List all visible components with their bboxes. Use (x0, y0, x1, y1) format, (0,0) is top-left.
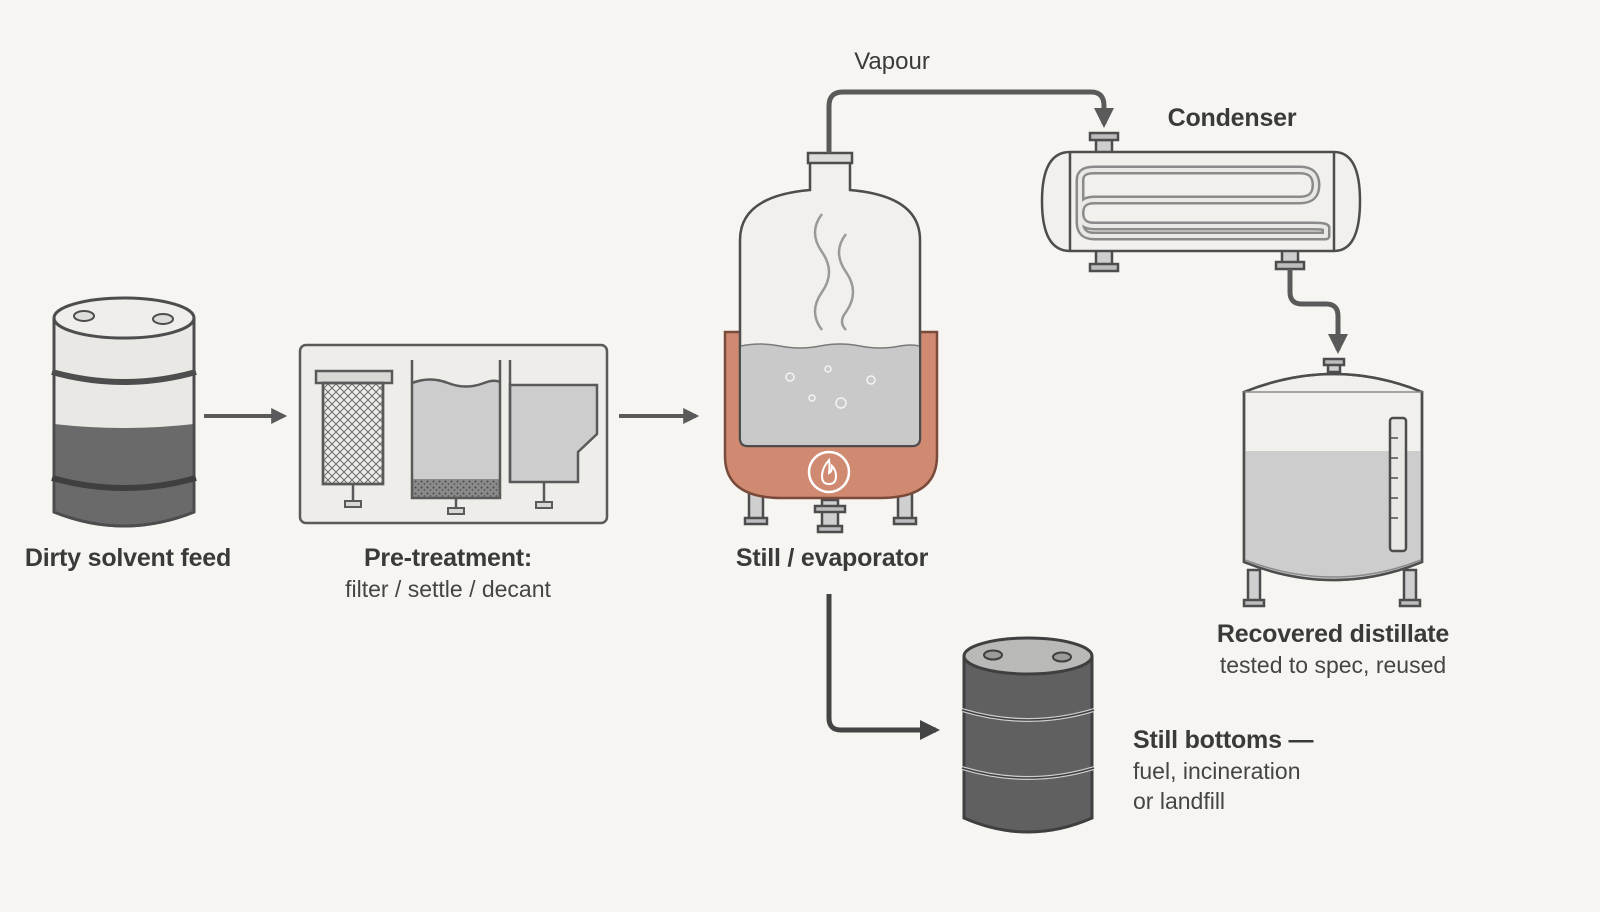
bottoms-line2: fuel, incineration (1133, 758, 1301, 784)
distillate-tank (1242, 357, 1424, 608)
flame-icon (807, 450, 851, 494)
settling-tank (410, 360, 502, 515)
still-evaporator (723, 151, 939, 534)
bottoms-line3: or landfill (1133, 788, 1226, 814)
distillate-subtitle: tested to spec, reused (1219, 652, 1447, 678)
condensate-pipe (1287, 269, 1348, 354)
feed-label: Dirty solvent feed (25, 544, 231, 573)
pretreatment-title: Pre-treatment: (363, 544, 533, 572)
vapour-pipe (826, 89, 1114, 153)
distillate-title: Recovered distillate (1216, 620, 1450, 648)
feed-drum (51, 296, 197, 528)
distillate-label: Recovered distillate tested to spec, reu… (1217, 620, 1449, 679)
bottoms-drum (961, 636, 1095, 834)
bottoms-pipe (826, 594, 940, 740)
bottoms-title: Still bottoms — (1133, 726, 1314, 754)
still-title: Still / evaporator (735, 544, 929, 572)
pretreatment-unit (298, 343, 609, 525)
still-label: Still / evaporator (736, 544, 928, 573)
pretreatment-subtitle: filter / settle / decant (345, 576, 551, 602)
bottoms-label: Still bottoms — fuel, incineration or la… (1133, 726, 1314, 815)
pretreatment-label: Pre-treatment: filter / settle / decant (345, 544, 551, 603)
decanter (508, 360, 599, 509)
condenser-label: Condenser (1168, 104, 1297, 133)
condenser-title: Condenser (1167, 104, 1297, 132)
condenser (1040, 131, 1362, 273)
filter-cartridge (314, 369, 394, 508)
vapour-label: Vapour (854, 48, 930, 75)
feed-title: Dirty solvent feed (24, 544, 232, 572)
